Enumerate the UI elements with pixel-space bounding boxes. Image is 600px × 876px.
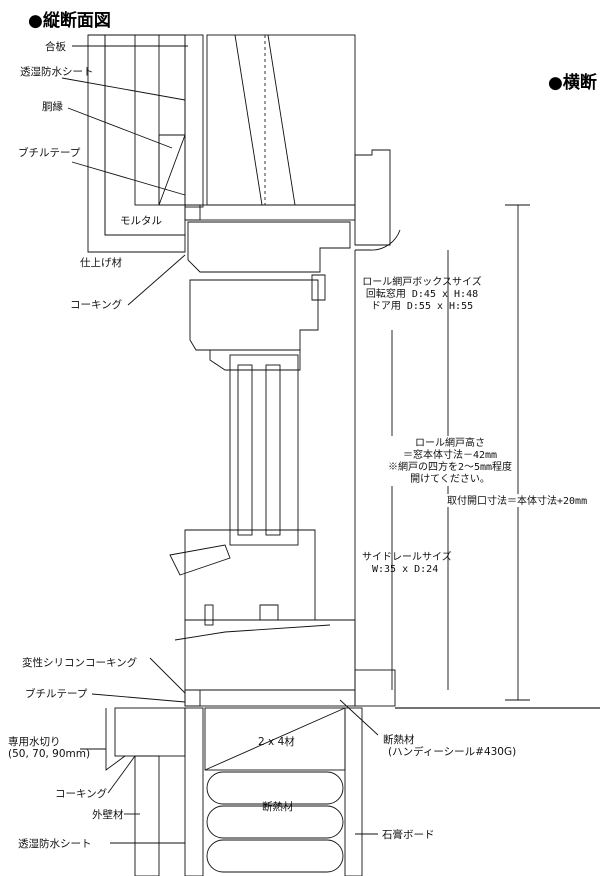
window-frame (169, 221, 356, 691)
label-moisture-sheet-top: 透湿防水シート (20, 65, 94, 78)
label-box-size-title: ロール網戸ボックスサイズ (362, 275, 481, 288)
label-opening-size: 取付開口寸法＝本体寸法+20mm (447, 494, 587, 507)
label-insulation-sill: 断熱材 (383, 733, 415, 746)
drawing-title-right: ●横断 (548, 72, 597, 93)
leader-lines (61, 45, 379, 844)
label-insulation-sill-product: (ハンディーシール#430G) (388, 745, 516, 758)
label-flashing: 専用水切り (8, 736, 61, 748)
label-flashing-sizes: (50, 70, 90mm) (8, 748, 90, 760)
label-butyl-tape-bottom: ブチルテープ (25, 687, 88, 700)
label-exterior-wall: 外壁材 (92, 808, 124, 821)
label-rail-title: サイドレールサイズ (362, 550, 452, 563)
label-height-note2: 開けてください。 (410, 473, 490, 485)
label-stud-2x4: 2 x 4材 (258, 735, 295, 748)
label-butyl-tape-top: ブチルテープ (18, 146, 81, 159)
upper-wall (87, 34, 391, 253)
label-furring: 胴縁 (42, 100, 63, 113)
dimension-lines (354, 204, 530, 701)
label-mortar: モルタル (120, 215, 162, 227)
label-rail-size: W:35 x D:24 (372, 564, 438, 575)
label-caulking-top: コーキング (70, 298, 123, 311)
label-height-note1: ※網戸の四方を2～5mm程度 (388, 460, 512, 473)
drawing-title: ●縦断面図 (28, 10, 111, 31)
label-box-size-window: 回転窓用 D:45 x H:48 (366, 287, 478, 300)
label-height-title: ロール網戸高さ (415, 436, 485, 449)
label-finish: 仕上げ材 (80, 256, 122, 269)
label-box-size-door: ドア用 D:55 x H:55 (371, 301, 473, 312)
labels: 合板 透湿防水シート 胴縁 ブチルテープ モルタル 仕上げ材 コーキング ロール… (8, 40, 600, 850)
label-height-formula: ＝窓本体寸法－42mm (403, 448, 497, 461)
label-moisture-sheet-bottom: 透湿防水シート (18, 837, 92, 850)
label-caulking-bottom: コーキング (55, 787, 108, 800)
label-silicone: 変性シリコンコーキング (22, 656, 138, 669)
lower-wall (105, 669, 600, 876)
label-insulation: 断熱材 (262, 800, 294, 813)
label-plywood: 合板 (45, 40, 66, 53)
label-gypsum: 石膏ボード (382, 828, 435, 841)
